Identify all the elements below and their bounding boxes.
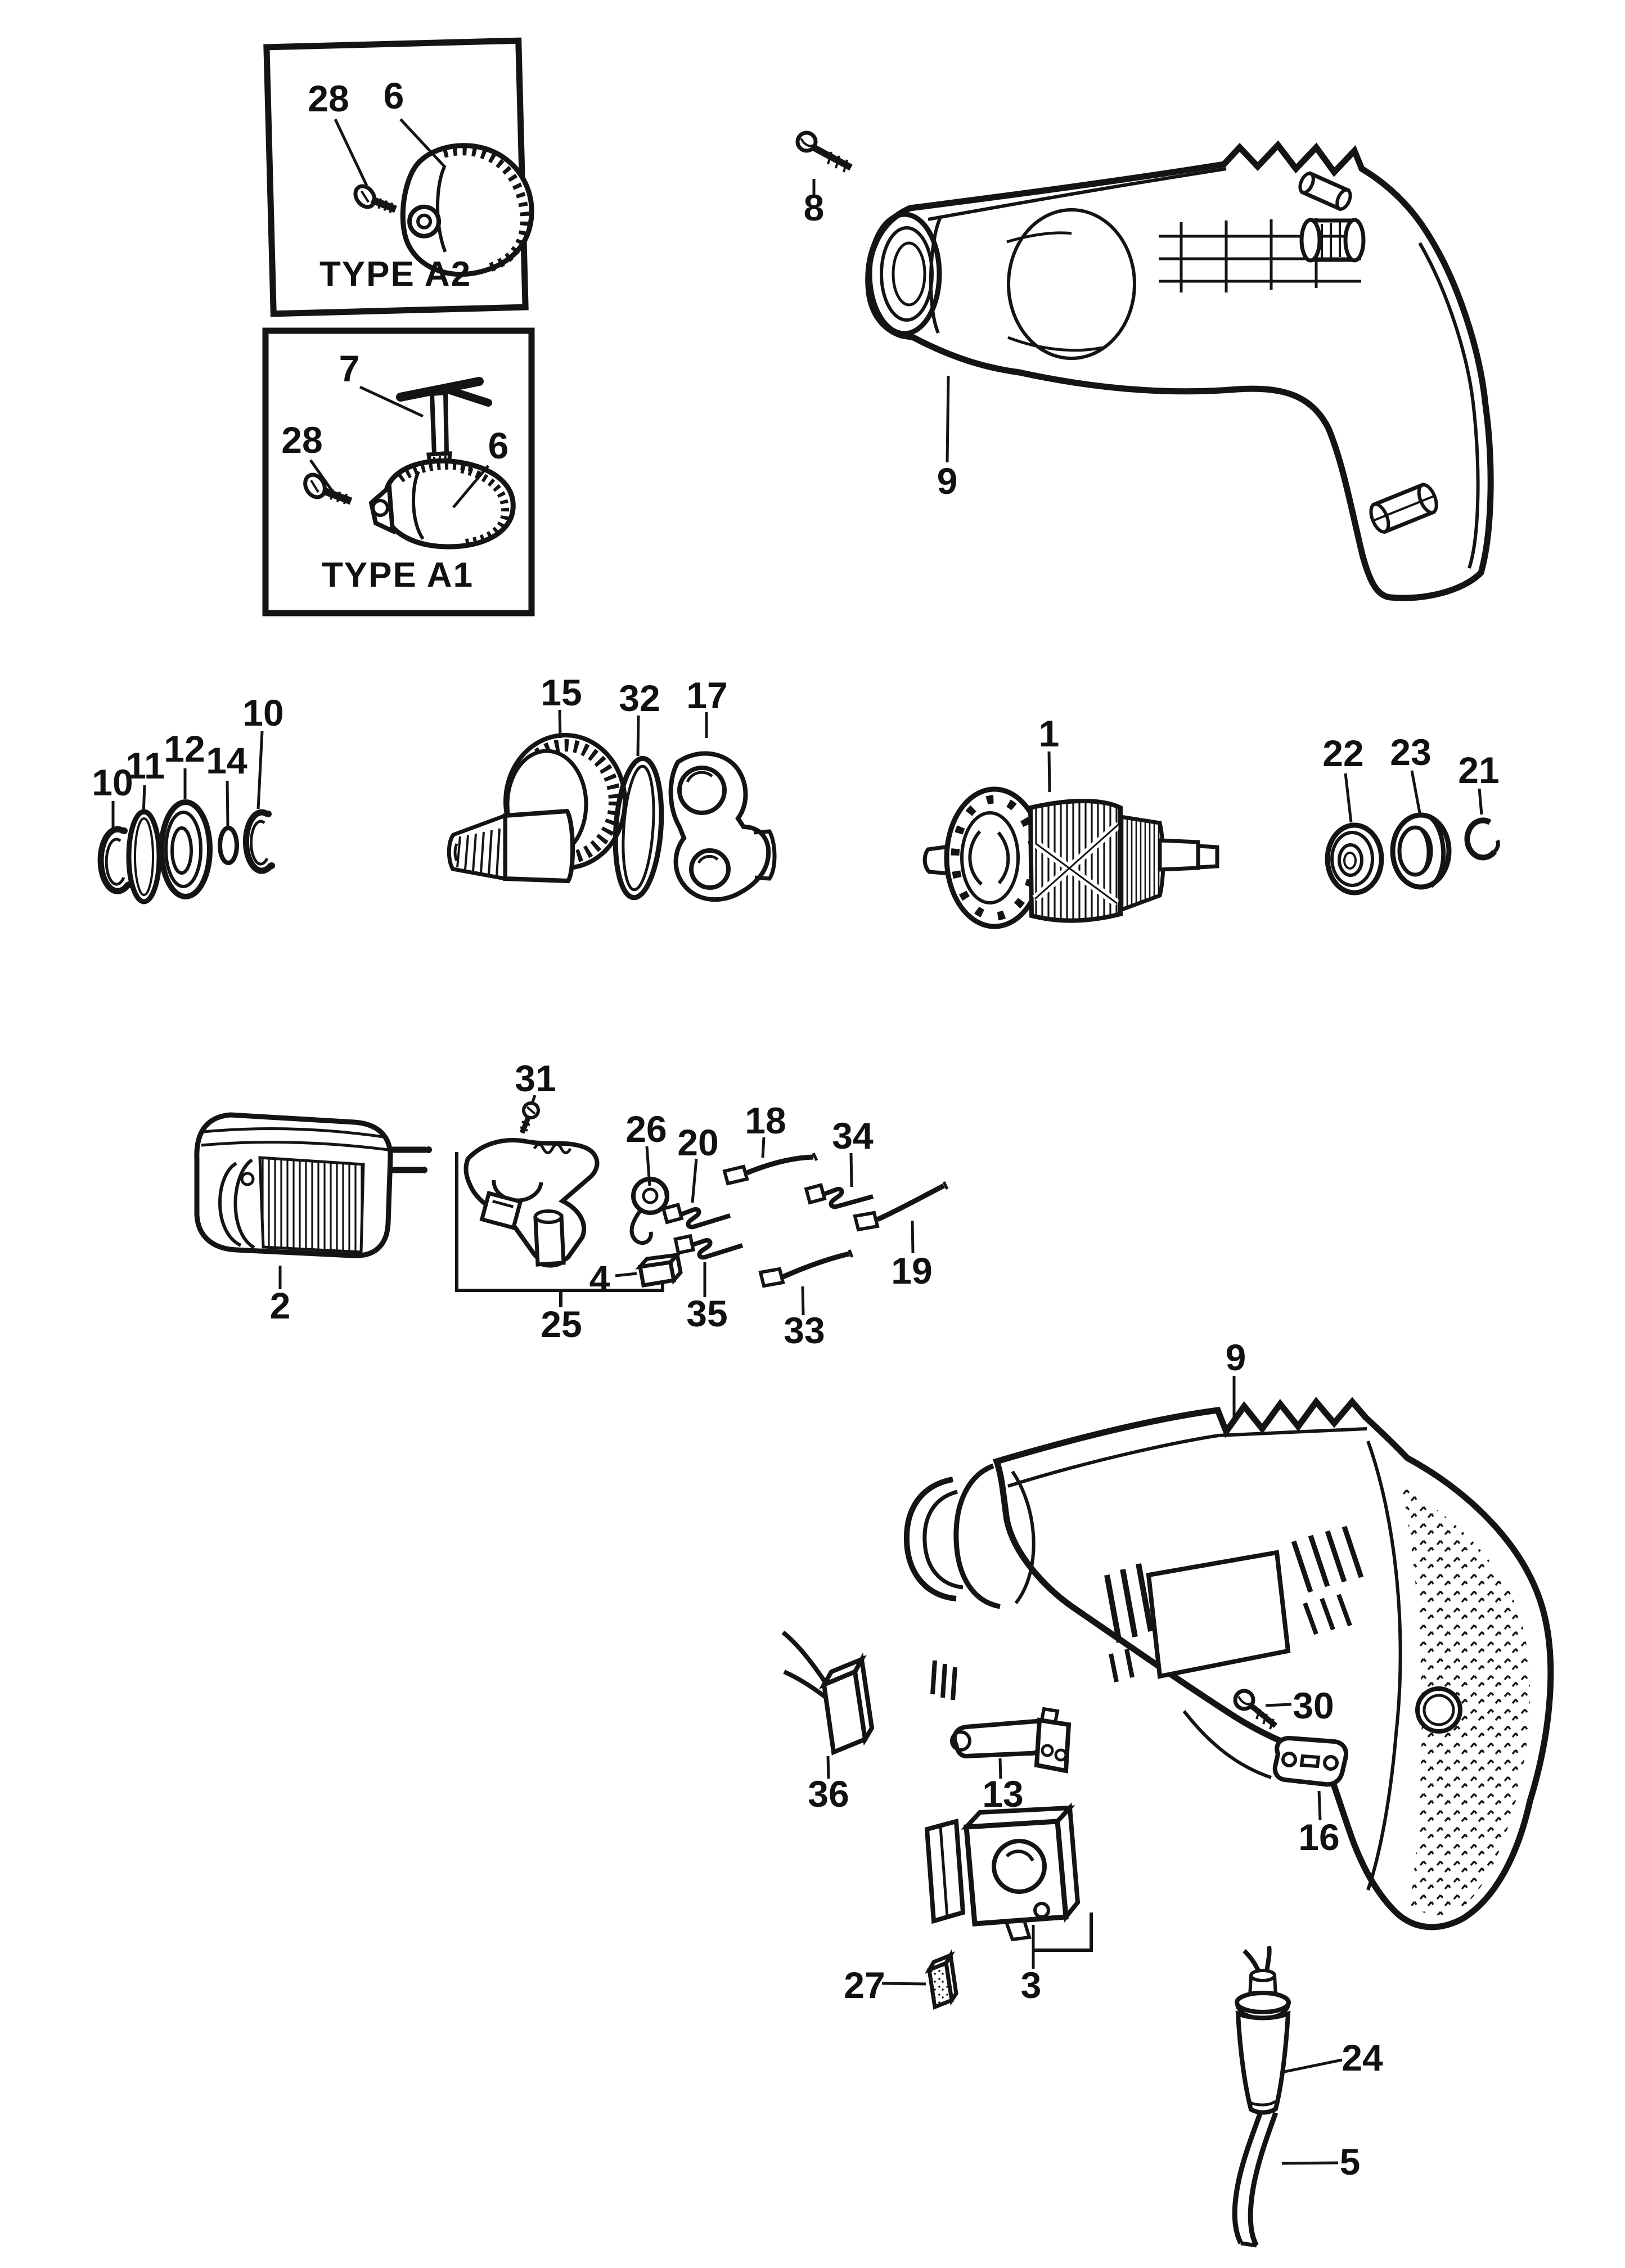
callout-housing-9: 9 <box>1226 1336 1246 1378</box>
field-coil-2-drawing <box>194 1112 432 1258</box>
cord-5-drawing <box>1232 2112 1279 2248</box>
chuck-screw-drawing <box>353 184 397 213</box>
terminal-35-drawing <box>673 1234 744 1260</box>
circlip-10-right-drawing <box>242 809 275 874</box>
trigger-13-drawing <box>950 1707 1072 1774</box>
callout-block-27: 27 <box>844 1964 885 2006</box>
carbon-brush-4-drawing <box>635 1250 683 1288</box>
callout-screw-31: 31 <box>515 1058 556 1099</box>
armature-1-drawing <box>922 786 1219 929</box>
sleeve-23-drawing <box>1390 812 1452 890</box>
block-27-drawing <box>924 1949 958 2010</box>
callout-field-2: 2 <box>270 1285 291 1326</box>
callout-terminal-35: 35 <box>686 1293 727 1334</box>
callout-oring-14: 14 <box>206 740 247 781</box>
callout-cord-5: 5 <box>1340 2141 1361 2182</box>
capacitor-36-drawing <box>781 1630 875 1756</box>
callout-a1-screw: 28 <box>281 419 322 461</box>
brush-holder-25-drawing <box>463 1138 600 1268</box>
assembled-housing-drawing <box>903 1397 1554 1930</box>
callout-brush-holder-25: 25 <box>541 1303 582 1345</box>
callout-a2-screw: 28 <box>308 78 349 119</box>
washer-11-drawing <box>126 809 162 904</box>
callout-ring-32: 32 <box>619 677 660 719</box>
callout-terminal-20: 20 <box>677 1122 718 1163</box>
inset-a1-frame <box>262 327 535 616</box>
callout-capacitor-36: 36 <box>808 1773 849 1815</box>
callout-sleeve-23: 23 <box>1390 731 1431 773</box>
callout-switch-3: 3 <box>1021 1964 1042 2006</box>
callout-plate-17: 17 <box>686 674 727 716</box>
inset-type-a2 <box>263 37 534 317</box>
callout-trigger-13: 13 <box>982 1773 1023 1815</box>
screw-30-drawing <box>1233 1689 1278 1730</box>
chuck-keyed-drawing <box>368 458 516 550</box>
terminal-20-drawing <box>661 1203 731 1230</box>
chuck-keyless-drawing <box>400 143 534 277</box>
callout-a1-key: 7 <box>339 348 360 389</box>
callout-a1-chuck: 6 <box>488 425 509 466</box>
callout-clamp-26: 26 <box>625 1108 667 1150</box>
clamp-26-drawing <box>629 1177 669 1245</box>
cover-plate-16-drawing <box>1272 1735 1348 1787</box>
bearing-22-drawing <box>1325 822 1384 896</box>
bearing-12-drawing <box>159 799 213 899</box>
gear-15-drawing <box>447 733 627 884</box>
clip-21-drawing <box>1464 817 1500 861</box>
callout-circlip-10-left: 10 <box>92 762 133 803</box>
switch-3-drawing <box>924 1802 1081 1942</box>
housing-half-drawing <box>865 140 1494 601</box>
callout-bearing-12: 12 <box>164 728 205 770</box>
lead-19-drawing <box>853 1181 949 1232</box>
lead-18-drawing <box>722 1152 818 1186</box>
callout-armature-1: 1 <box>1039 713 1060 754</box>
callout-washer-11: 11 <box>125 745 165 786</box>
callout-screw-30: 30 <box>1293 1685 1334 1726</box>
callout-bearing-22: 22 <box>1322 732 1363 774</box>
callout-leader-lines <box>111 118 1483 2165</box>
oring-14-drawing <box>218 826 239 865</box>
callout-circlip-10-right: 10 <box>242 692 283 734</box>
callout-plate-16: 16 <box>1298 1816 1339 1858</box>
cord-protector-24-drawing <box>1235 1946 1291 2115</box>
bracket-3 <box>1034 1912 1093 1952</box>
callout-lead-19: 19 <box>891 1250 932 1292</box>
inset-a1-caption: TYPE A1 <box>322 556 474 595</box>
lead-33-drawing <box>758 1249 854 1288</box>
housing-screw-drawing <box>795 130 853 173</box>
callout-lead-33: 33 <box>784 1310 825 1351</box>
callout-brush-4: 4 <box>589 1258 610 1299</box>
callout-clip-21: 21 <box>1458 749 1499 791</box>
callout-lead-18: 18 <box>745 1100 786 1141</box>
callout-housing-half-9: 9 <box>937 460 958 502</box>
retainer-plate-17-drawing <box>668 751 777 902</box>
callout-cord-protector-24: 24 <box>1342 2037 1383 2078</box>
chuck-screw-drawing <box>303 472 353 505</box>
inset-type-a1 <box>262 327 535 616</box>
circlip-10-left-drawing <box>97 826 132 894</box>
callout-terminal-34: 34 <box>832 1115 874 1156</box>
drive-ring-32-drawing <box>613 755 664 901</box>
terminal-34-drawing <box>804 1183 874 1209</box>
inset-a2-caption: TYPE A2 <box>319 255 471 294</box>
callout-gear-15: 15 <box>541 672 582 713</box>
screw-31-drawing <box>519 1101 540 1134</box>
callout-a2-chuck: 6 <box>384 75 404 116</box>
